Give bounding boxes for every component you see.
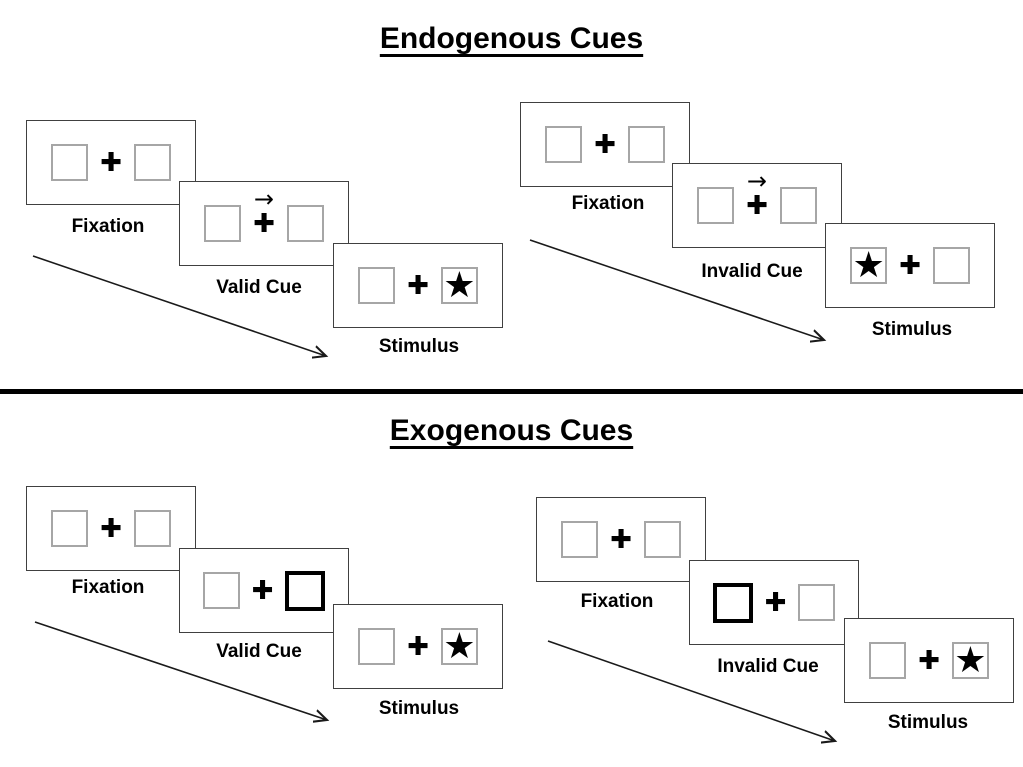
section-title-endogenous: Endogenous Cues [0, 22, 1023, 56]
fixation-cross-icon: ✚ [100, 147, 122, 178]
section-title-endogenous-text: Endogenous Cues [379, 22, 644, 55]
left-placeholder-box [358, 267, 396, 304]
fixation-cross-icon: ✚ [899, 250, 921, 281]
fixation-cross-wrap: → ✚ [746, 169, 768, 221]
endogenous-valid-stimulus-panel: ✚ ★ [333, 243, 503, 328]
right-placeholder-box [932, 247, 970, 284]
fixation-cross-icon: ✚ [594, 129, 616, 160]
panel-label-fixation: Fixation [580, 591, 654, 612]
fixation-cross-wrap: ✚ [100, 516, 122, 542]
fixation-cross-icon: ✚ [251, 575, 274, 606]
section-title-exogenous: Exogenous Cues [0, 414, 1023, 448]
left-placeholder-box [869, 642, 907, 679]
fixation-cross-icon: ✚ [253, 208, 275, 239]
timeline-arrow-exogenous-valid [34, 621, 327, 720]
right-placeholder-box [286, 205, 324, 242]
endogenous-valid-cue-panel: → ✚ [179, 181, 349, 266]
fixation-cross-wrap: ✚ [407, 273, 429, 299]
fixation-cross-icon: ✚ [746, 190, 768, 221]
fixation-cross-wrap: ✚ [918, 648, 940, 674]
star-stimulus-icon: ★ [954, 639, 987, 681]
exogenous-invalid-stimulus-panel: ✚ ★ [844, 618, 1014, 703]
endogenous-invalid-stimulus-panel: ★ ✚ [825, 223, 995, 308]
star-stimulus-icon: ★ [443, 264, 476, 306]
fixation-cross-icon: ✚ [610, 524, 632, 555]
left-placeholder-box [204, 205, 242, 242]
fixation-cross-icon: ✚ [100, 513, 122, 544]
right-target-box: ★ [951, 639, 989, 681]
left-placeholder-box [697, 187, 735, 224]
right-target-box: ★ [440, 625, 478, 667]
endogenous-valid-fixation-panel: ✚ [26, 120, 196, 205]
right-placeholder-box [643, 521, 681, 558]
panel-label-fixation: Fixation [71, 216, 145, 237]
exogenous-invalid-cue-panel: ✚ [689, 560, 859, 645]
fixation-cross-wrap: ✚ [594, 132, 616, 158]
fixation-cross-icon: ✚ [407, 270, 429, 301]
fixation-cross-wrap: ✚ [100, 150, 122, 176]
left-placeholder-box [202, 572, 240, 609]
section-title-exogenous-text: Exogenous Cues [389, 414, 634, 447]
exogenous-valid-fixation-panel: ✚ [26, 486, 196, 571]
right-target-box: ★ [440, 264, 478, 306]
star-stimulus-icon: ★ [443, 625, 476, 667]
right-arrow-cue-icon: → [746, 166, 768, 195]
exogenous-valid-cue-panel: ✚ [179, 548, 349, 633]
fixation-cross-wrap: ✚ [610, 527, 632, 553]
exogenous-invalid-fixation-panel: ✚ [536, 497, 706, 582]
right-placeholder-box [627, 126, 665, 163]
left-placeholder-box [545, 126, 583, 163]
fixation-cross-wrap: ✚ [899, 253, 921, 279]
fixation-cross-wrap: ✚ [252, 578, 274, 604]
fixation-cross-wrap: → ✚ [253, 187, 275, 239]
fixation-cross-icon: ✚ [764, 587, 787, 618]
star-stimulus-icon: ★ [852, 244, 885, 286]
right-placeholder-box [133, 144, 171, 181]
right-placeholder-box [133, 510, 171, 547]
timeline-arrow-endogenous-valid [32, 255, 326, 356]
exogenous-valid-stimulus-panel: ✚ ★ [333, 604, 503, 689]
left-placeholder-box [561, 521, 599, 558]
left-placeholder-box [51, 144, 89, 181]
panel-label-stimulus: Stimulus [378, 336, 460, 357]
fixation-cross-icon: ✚ [918, 645, 940, 676]
right-arrow-cue-icon: → [253, 184, 275, 213]
left-placeholder-box [51, 510, 89, 547]
panel-label-valid-cue: Valid Cue [216, 641, 302, 662]
left-placeholder-box [358, 628, 396, 665]
panel-label-invalid-cue: Invalid Cue [701, 261, 803, 282]
left-highlighted-cue-box [712, 582, 753, 623]
left-target-box: ★ [850, 244, 888, 286]
right-placeholder-box [798, 584, 836, 621]
panel-label-valid-cue: Valid Cue [216, 277, 302, 298]
panel-label-stimulus: Stimulus [871, 319, 953, 340]
fixation-cross-icon: ✚ [407, 631, 429, 662]
timeline-arrow-endogenous-invalid [529, 239, 824, 340]
panel-label-stimulus: Stimulus [378, 698, 460, 719]
right-highlighted-cue-box [285, 570, 326, 611]
section-divider [0, 389, 1023, 394]
fixation-cross-wrap: ✚ [407, 634, 429, 660]
panel-label-fixation: Fixation [571, 193, 645, 214]
right-placeholder-box [779, 187, 817, 224]
panel-label-fixation: Fixation [71, 577, 145, 598]
endogenous-invalid-fixation-panel: ✚ [520, 102, 690, 187]
fixation-cross-wrap: ✚ [765, 590, 787, 616]
panel-label-stimulus: Stimulus [887, 712, 969, 733]
endogenous-invalid-cue-panel: → ✚ [672, 163, 842, 248]
panel-label-invalid-cue: Invalid Cue [717, 656, 819, 677]
